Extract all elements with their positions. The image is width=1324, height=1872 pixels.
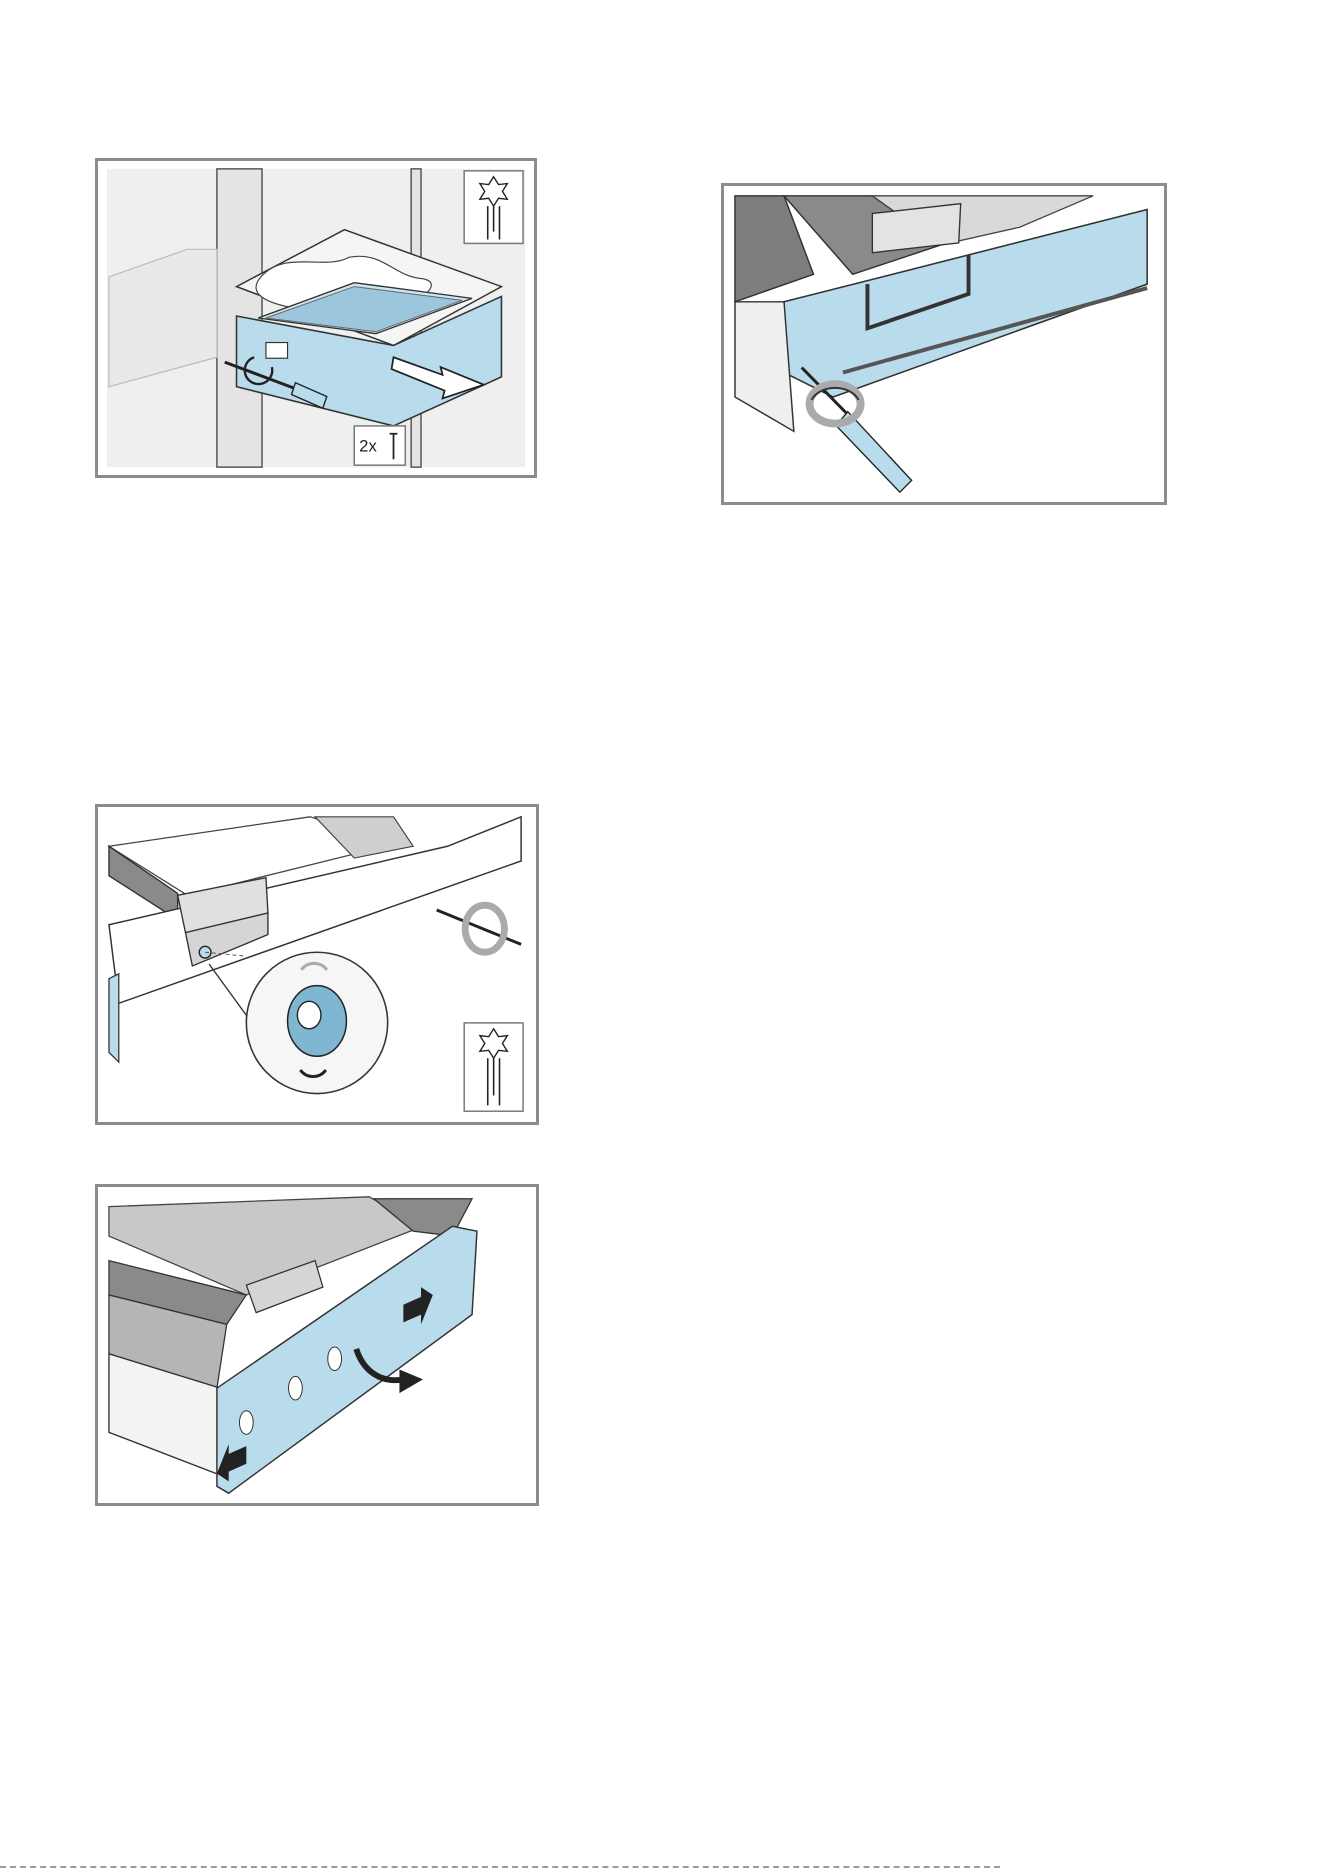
screw-count-label: 2x <box>359 436 377 455</box>
bracket-screw-illustration <box>98 807 536 1122</box>
figure-bracket-screw <box>95 804 539 1125</box>
torx-screwdriver-icon <box>464 1023 523 1111</box>
footer-rule <box>0 1866 1000 1868</box>
figure-panel-removal <box>95 1184 539 1506</box>
drawer-removal-illustration: 2x <box>98 161 534 475</box>
screw-count-box: 2x <box>354 426 405 465</box>
screw-side-illustration <box>724 186 1164 502</box>
figure-screw-side <box>721 183 1167 505</box>
figure-drawer-removal: 2x <box>95 158 537 478</box>
panel-removal-illustration <box>98 1187 536 1503</box>
torx-screwdriver-icon <box>464 171 523 244</box>
